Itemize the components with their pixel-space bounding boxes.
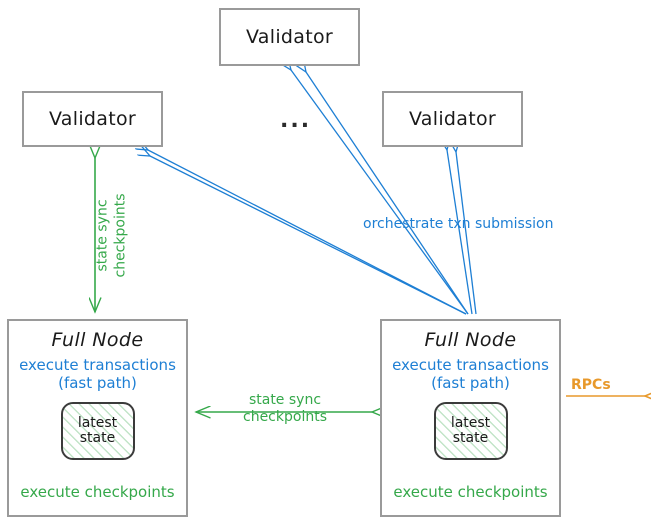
validator-right-box[interactable]: Validator: [382, 91, 523, 147]
edge-label-state-sync-horizontal: state sync checkpoints: [225, 392, 345, 426]
validators-ellipsis: ...: [280, 108, 312, 133]
full-node-left-state-line2: state: [79, 430, 116, 447]
full-node-right-state-chip[interactable]: latest state: [433, 402, 508, 461]
full-node-left-state-line1: latest: [77, 414, 118, 431]
full-node-left-footer: execute checkpoints: [20, 483, 175, 501]
validator-left-box[interactable]: Validator: [22, 91, 163, 147]
validator-top-label: Validator: [245, 26, 333, 48]
validator-right-label: Validator: [408, 108, 496, 130]
full-node-right-execute-line2: (fast path): [431, 373, 510, 392]
edge-fullnode-right-to-validator-left: [148, 150, 467, 315]
edge-label-state-sync-vertical-line2: checkpoints: [112, 193, 128, 278]
full-node-right-state-line2: state: [452, 430, 489, 447]
full-node-left-execute: execute transactions (fast path): [19, 356, 176, 392]
validator-top-box[interactable]: Validator: [219, 8, 360, 66]
full-node-right-execute-line1: execute transactions: [392, 356, 549, 374]
edge-label-state-sync-horizontal-line1: state sync: [248, 392, 322, 408]
full-node-right-box[interactable]: Full Node execute transactions (fast pat…: [380, 319, 561, 517]
full-node-right-state-line1: latest: [450, 414, 491, 431]
edge-label-rpcs: RPCs: [571, 377, 611, 393]
full-node-right-execute: execute transactions (fast path): [392, 356, 549, 392]
edge-label-state-sync-horizontal-line2: checkpoints: [243, 409, 327, 426]
full-node-left-title: Full Node: [51, 329, 144, 351]
edge-label-state-sync-vertical-line1: state sync: [94, 199, 111, 272]
edge-label-state-sync-vertical: state sync checkpoints: [95, 186, 130, 286]
edge-fullnode-right-to-validator-right: [447, 150, 477, 315]
full-node-left-state-chip[interactable]: latest state: [60, 402, 135, 461]
full-node-right-title: Full Node: [424, 329, 517, 351]
full-node-left-box[interactable]: Full Node execute transactions (fast pat…: [7, 319, 188, 517]
full-node-left-execute-line2: (fast path): [58, 373, 137, 392]
full-node-right-footer: execute checkpoints: [393, 483, 548, 501]
full-node-left-execute-line1: execute transactions: [19, 356, 176, 374]
validator-left-label: Validator: [48, 108, 136, 130]
edge-label-orchestrate: orchestrate txn submission: [363, 216, 554, 232]
